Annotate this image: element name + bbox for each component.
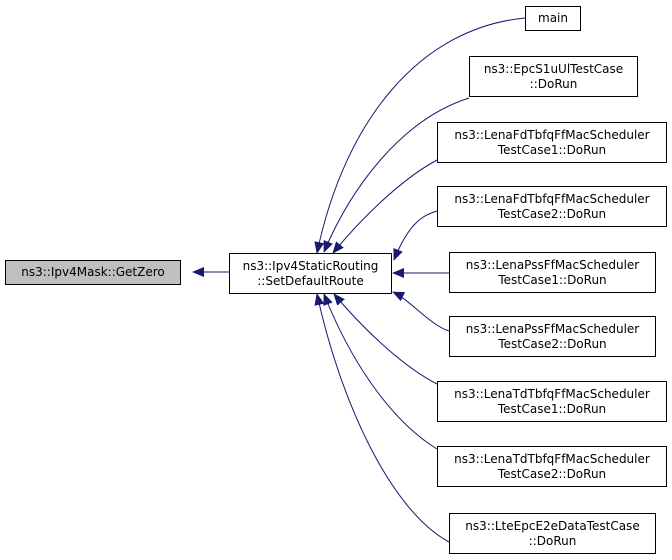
node-lteepce2e-label-2: ::DoRun (528, 533, 577, 548)
node-lenapss1-label-1: ns3::LenaPssFfMacScheduler (465, 257, 640, 272)
node-epcs1uul-label-2: ::DoRun (529, 76, 578, 91)
edge-lenapss2-to-setdefaultroute (392, 291, 450, 332)
node-lenapss1-label-2: TestCase1::DoRun (498, 272, 607, 287)
node-lenafdtbfq2-label-2: TestCase2::DoRun (497, 206, 607, 221)
node-lenapss1[interactable]: ns3::LenaPssFfMacScheduler TestCase1::Do… (449, 252, 656, 293)
node-lenafdtbfq1-label-1: ns3::LenaFdTbfqFfMacScheduler (454, 127, 650, 142)
node-epcs1uul[interactable]: ns3::EpcS1uUlTestCase ::DoRun (469, 56, 638, 97)
node-setdefaultroute-label-2: ::SetDefaultRoute (257, 273, 364, 288)
node-lteepce2e-label-1: ns3::LteEpcE2eDataTestCase (465, 518, 640, 533)
node-lenatdtbfq2-label-2: TestCase2::DoRun (497, 466, 607, 481)
node-lenafdtbfq1-label-2: TestCase1::DoRun (497, 142, 607, 157)
edge-epcs1uul-to-setdefaultroute (323, 97, 470, 253)
node-getzero-label: ns3::Ipv4Mask::GetZero (21, 265, 165, 279)
edge-main-to-setdefaultroute (314, 17, 526, 254)
edge-lenafdtbfq2-to-setdefaultroute (393, 210, 438, 261)
edge-lteepce2e-to-setdefaultroute (314, 293, 450, 543)
node-lenapss2[interactable]: ns3::LenaPssFfMacScheduler TestCase2::Do… (449, 316, 656, 357)
node-epcs1uul-label-1: ns3::EpcS1uUlTestCase (483, 61, 624, 76)
node-lteepce2e[interactable]: ns3::LteEpcE2eDataTestCase ::DoRun (449, 513, 656, 554)
node-setdefaultroute[interactable]: ns3::Ipv4StaticRouting ::SetDefaultRoute (229, 253, 392, 294)
node-main-label: main (538, 11, 568, 25)
node-lenafdtbfq2-label-1: ns3::LenaFdTbfqFfMacScheduler (454, 191, 650, 206)
node-getzero: ns3::Ipv4Mask::GetZero (5, 260, 181, 285)
node-main[interactable]: main (525, 6, 581, 31)
node-lenapss2-label-1: ns3::LenaPssFfMacScheduler (465, 321, 640, 336)
node-lenatdtbfq2-label-1: ns3::LenaTdTbfqFfMacScheduler (454, 451, 650, 466)
node-lenafdtbfq2[interactable]: ns3::LenaFdTbfqFfMacScheduler TestCase2:… (437, 186, 667, 227)
node-lenafdtbfq1[interactable]: ns3::LenaFdTbfqFfMacScheduler TestCase1:… (437, 122, 667, 163)
edge-lenatdtbfq2-to-setdefaultroute (323, 293, 438, 450)
node-lenatdtbfq1[interactable]: ns3::LenaTdTbfqFfMacScheduler TestCase1:… (437, 381, 667, 422)
node-lenatdtbfq1-label-2: TestCase1::DoRun (497, 401, 607, 416)
node-lenapss2-label-2: TestCase2::DoRun (498, 336, 607, 351)
node-setdefaultroute-label-1: ns3::Ipv4StaticRouting (242, 258, 379, 273)
node-lenatdtbfq2[interactable]: ns3::LenaTdTbfqFfMacScheduler TestCase2:… (437, 446, 667, 487)
edge-lenafdtbfq1-to-setdefaultroute (332, 159, 438, 254)
edge-lenatdtbfq1-to-setdefaultroute (333, 293, 438, 385)
node-lenatdtbfq1-label-1: ns3::LenaTdTbfqFfMacScheduler (454, 386, 650, 401)
